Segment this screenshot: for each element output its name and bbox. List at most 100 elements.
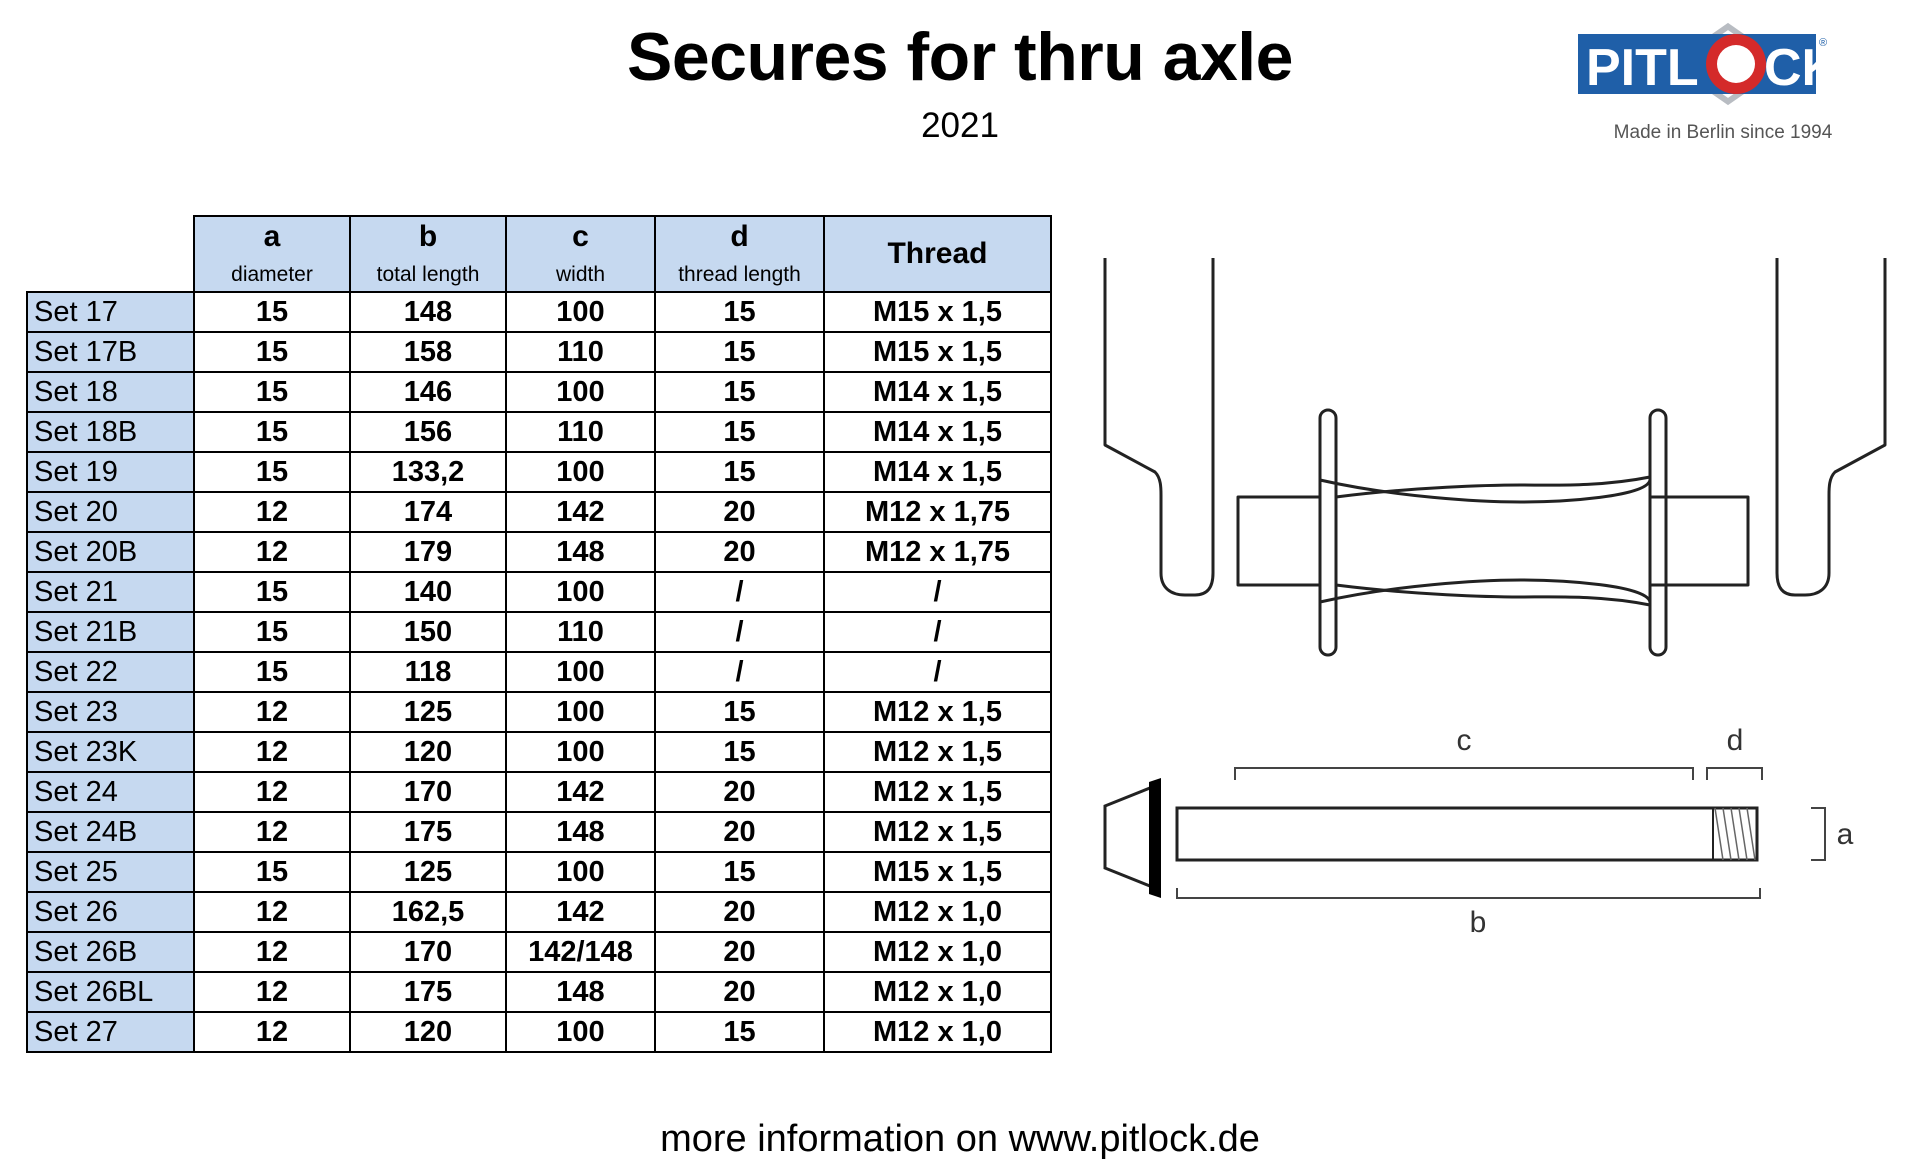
cell-a: 15	[193, 451, 351, 493]
cell-thread: M12 x 1,5	[823, 771, 1052, 813]
cell-thread: /	[823, 611, 1052, 653]
dimension-label-c: c	[1457, 724, 1472, 757]
hub-body	[1236, 478, 1750, 604]
svg-text:PITL: PITL	[1586, 39, 1699, 97]
axle-shaft	[1175, 806, 1759, 862]
cell-thread: M14 x 1,5	[823, 411, 1052, 453]
left-fork-leg	[1103, 258, 1215, 597]
column-header-a: a diameter	[193, 215, 351, 293]
cell-d: 20	[654, 531, 825, 573]
cell-d: 15	[654, 451, 825, 493]
cell-d: 15	[654, 411, 825, 453]
cell-thread: M12 x 1,0	[823, 891, 1052, 933]
cell-b: 120	[349, 1011, 507, 1053]
cell-d: /	[654, 611, 825, 653]
cell-b: 158	[349, 331, 507, 373]
cell-c: 100	[505, 571, 656, 613]
cell-b: 170	[349, 771, 507, 813]
cell-c: 148	[505, 811, 656, 853]
cell-thread: M12 x 1,75	[823, 491, 1052, 533]
cell-c: 100	[505, 371, 656, 413]
set-name-cell: Set 26B	[26, 931, 195, 973]
cell-thread: M12 x 1,5	[823, 731, 1052, 773]
cell-c: 110	[505, 411, 656, 453]
cell-c: 100	[505, 651, 656, 693]
set-name-cell: Set 17B	[26, 331, 195, 373]
cell-c: 100	[505, 851, 656, 893]
dimension-label-d: d	[1727, 724, 1744, 757]
set-name-cell: Set 24	[26, 771, 195, 813]
cell-a: 15	[193, 651, 351, 693]
cell-a: 15	[193, 611, 351, 653]
cell-b: 162,5	[349, 891, 507, 933]
cell-b: 125	[349, 691, 507, 733]
cell-thread: M12 x 1,5	[823, 811, 1052, 853]
column-description: diameter	[231, 263, 313, 286]
cell-d: 20	[654, 771, 825, 813]
table-corner	[27, 216, 195, 293]
cell-b: 174	[349, 491, 507, 533]
column-letter: d	[730, 220, 749, 253]
axle-head-cone	[1103, 783, 1157, 891]
cell-b: 120	[349, 731, 507, 773]
set-name-cell: Set 21B	[26, 611, 195, 653]
cell-c: 100	[505, 451, 656, 493]
page-title: Secures for thru axle	[627, 19, 1293, 95]
cell-d: 15	[654, 731, 825, 773]
set-name-cell: Set 23	[26, 691, 195, 733]
cell-a: 15	[193, 291, 351, 333]
axle-dimension-diagram: c d a b	[1103, 724, 1854, 939]
cell-a: 15	[193, 571, 351, 613]
cell-d: 20	[654, 491, 825, 533]
cell-b: 170	[349, 931, 507, 973]
cell-c: 110	[505, 611, 656, 653]
table-header-row: a diameter b total length c width d thre…	[27, 215, 1052, 293]
cell-d: 15	[654, 291, 825, 333]
cell-c: 142	[505, 771, 656, 813]
set-name-cell: Set 26BL	[26, 971, 195, 1013]
logo-tagline: Made in Berlin since 1994	[1613, 122, 1833, 143]
hub-flange-right	[1648, 408, 1668, 657]
column-description: total length	[376, 263, 480, 286]
column-header-c: c width	[505, 215, 656, 293]
cell-a: 12	[193, 771, 351, 813]
set-name-cell: Set 20	[26, 491, 195, 533]
cell-d: /	[654, 651, 825, 693]
cell-a: 15	[193, 371, 351, 413]
cell-d: 15	[654, 371, 825, 413]
cell-b: 146	[349, 371, 507, 413]
cell-c: 142/148	[505, 931, 656, 973]
cell-thread: M12 x 1,0	[823, 1011, 1052, 1053]
column-letter: a	[263, 220, 281, 253]
cell-c: 148	[505, 531, 656, 573]
cell-c: 100	[505, 1011, 656, 1053]
cell-b: 150	[349, 611, 507, 653]
svg-text:CK: CK	[1764, 39, 1840, 97]
cell-a: 12	[193, 731, 351, 773]
cell-c: 142	[505, 491, 656, 533]
cell-d: /	[654, 571, 825, 613]
cell-thread: M15 x 1,5	[823, 291, 1052, 333]
cell-a: 12	[193, 811, 351, 853]
column-letter: Thread	[887, 237, 988, 270]
cell-b: 175	[349, 811, 507, 853]
column-header-b: b total length	[349, 215, 507, 293]
cell-d: 15	[654, 851, 825, 893]
column-letter: b	[418, 220, 438, 253]
cell-c: 100	[505, 291, 656, 333]
set-name-cell: Set 24B	[26, 811, 195, 853]
cell-c: 100	[505, 691, 656, 733]
set-name-cell: Set 23K	[26, 731, 195, 773]
